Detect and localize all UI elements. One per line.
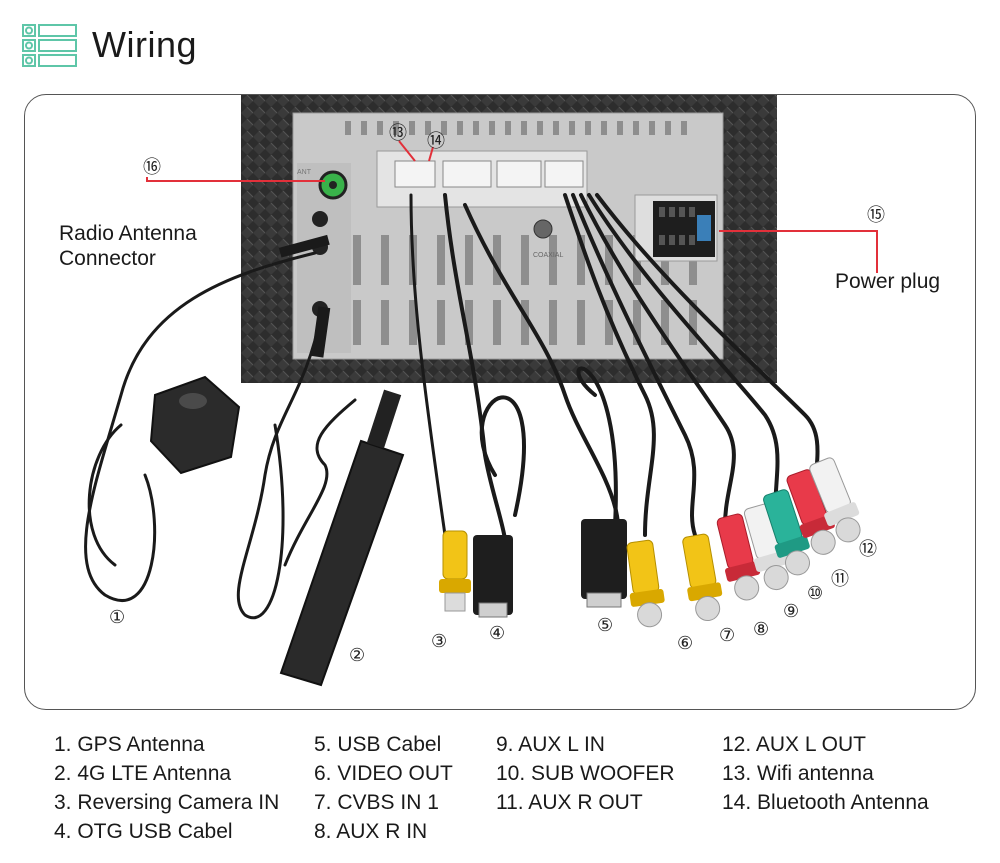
header: [22, 20, 78, 70]
marker-9: ⑨: [783, 601, 800, 621]
legend: 1. GPS Antenna 2. 4G LTE Antenna 3. Reve…: [0, 730, 1000, 860]
usb-otg-connector: [473, 535, 513, 618]
gps-plug: [278, 234, 330, 258]
radio-antenna-callout: Radio Antenna Connector: [59, 222, 197, 270]
marker-10: ⑩: [807, 583, 824, 603]
marker-3: ③: [431, 631, 448, 651]
legend-item: 6. VIDEO OUT: [314, 762, 453, 785]
gps-antenna: [149, 375, 241, 475]
legend-item: 7. CVBS IN 1: [314, 791, 439, 814]
legend-item: 4. OTG USB Cabel: [54, 820, 233, 843]
wiring-diagram: COAXIAL ANT: [84, 95, 878, 687]
rca-aux-l-out: [809, 457, 861, 543]
marker-15: ⑮: [867, 205, 885, 225]
legend-item: 11. AUX R OUT: [496, 791, 643, 814]
callout-line-bluetooth: [428, 146, 434, 162]
rca-group: [626, 457, 861, 628]
marker-13: ⑬: [389, 123, 407, 143]
rca-aux-r-in: [716, 513, 761, 601]
marker-14: ⑭: [427, 131, 445, 151]
legend-column-2: 5. USB Cabel 6. VIDEO OUT 7. CVBS IN 1 8…: [314, 730, 453, 846]
rca-cvbs-in: [682, 533, 723, 622]
lte-antenna: [279, 389, 405, 687]
legend-item: 1. GPS Antenna: [54, 733, 205, 756]
marker-12: ⑫: [859, 539, 877, 559]
lte-plug: [311, 306, 331, 358]
coaxial-port: [533, 219, 553, 239]
callout-line-power-plug: [719, 230, 878, 273]
legend-item: 5. USB Cabel: [314, 733, 442, 756]
usb-connector: [581, 519, 627, 608]
marker-1: ①: [109, 607, 126, 627]
legend-item: 13. Wifi antenna: [722, 762, 874, 785]
marker-11: ⑪: [831, 569, 849, 589]
list-icon: [22, 24, 77, 67]
marker-16: ⑯: [143, 157, 161, 177]
rca-aux-r-out: [786, 469, 836, 555]
marker-6: ⑥: [677, 633, 694, 653]
marker-5: ⑤: [597, 615, 614, 635]
rca-video-out: [626, 539, 665, 628]
marker-2: ②: [349, 645, 366, 665]
legend-column-1: 1. GPS Antenna 2. 4G LTE Antenna 3. Reve…: [54, 730, 279, 846]
callout-line-wifi: [398, 140, 416, 162]
rca-sub-woofer: [763, 489, 810, 576]
legend-item: 12. AUX L OUT: [722, 733, 866, 756]
legend-column-4: 12. AUX L OUT 13. Wifi antenna 14. Bluet…: [722, 730, 929, 817]
wiring-diagram-panel: COAXIAL ANT: [24, 94, 976, 710]
callout-lines: [146, 140, 878, 273]
legend-item: 3. Reversing Camera IN: [54, 791, 280, 814]
legend-item: 14. Bluetooth Antenna: [722, 791, 929, 814]
marker-8: ⑧: [753, 619, 770, 639]
legend-item: 9. AUX L IN: [496, 733, 605, 756]
marker-4: ④: [489, 623, 506, 643]
rca-reversing-camera: [439, 530, 471, 612]
marker-7: ⑦: [719, 625, 736, 645]
legend-column-3: 9. AUX L IN 10. SUB WOOFER 11. AUX R OUT: [496, 730, 675, 817]
page-title: Wiring: [92, 24, 198, 65]
legend-item: 2. 4G LTE Antenna: [54, 762, 232, 785]
legend-item: 10. SUB WOOFER: [496, 762, 675, 785]
callout-line-radio-antenna: [146, 177, 325, 182]
coaxial-label: COAXIAL: [533, 252, 563, 259]
legend-item: 8. AUX R IN: [314, 820, 428, 843]
power-plug-callout: Power plug: [835, 270, 941, 293]
ant-label: ANT: [297, 169, 312, 176]
